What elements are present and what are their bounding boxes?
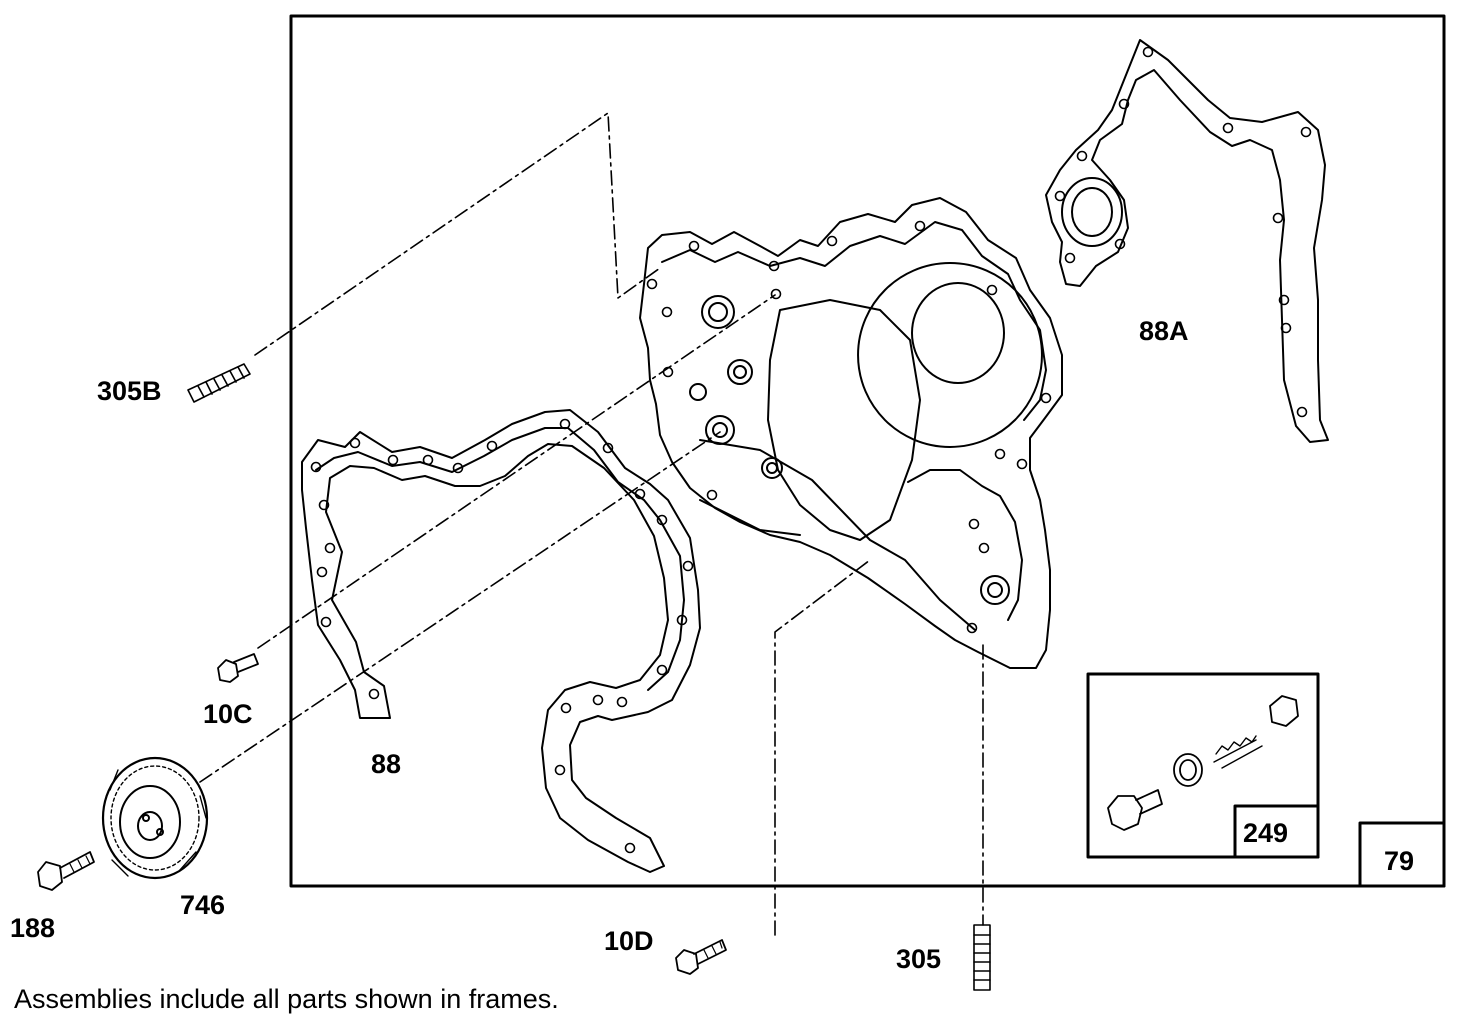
kit-frame bbox=[1086, 672, 1320, 859]
screw-188 bbox=[37, 851, 95, 891]
label-88: 88 bbox=[371, 749, 402, 779]
label-305b: 305B bbox=[97, 376, 162, 406]
gasket-88a bbox=[1045, 39, 1329, 443]
label-79: 79 bbox=[1384, 846, 1415, 876]
bolt-10c bbox=[217, 653, 259, 683]
frames-footnote: Assemblies include all parts shown in fr… bbox=[14, 984, 559, 1014]
alignment-lines bbox=[199, 112, 984, 936]
label-249: 249 bbox=[1243, 818, 1289, 848]
stud-305 bbox=[973, 924, 991, 991]
cam-gear-746 bbox=[101, 756, 209, 880]
gasket-88 bbox=[301, 409, 701, 873]
label-188: 188 bbox=[10, 913, 56, 943]
label-746: 746 bbox=[180, 890, 226, 920]
kit-number-box bbox=[1233, 804, 1320, 859]
crankcase-cover bbox=[639, 197, 1063, 669]
assembly-number-box bbox=[1358, 821, 1446, 888]
assembly-frame bbox=[289, 14, 1446, 888]
label-10d: 10D bbox=[604, 926, 654, 956]
bolt-10d bbox=[675, 939, 727, 975]
label-305: 305 bbox=[896, 944, 942, 974]
stud-305b bbox=[187, 363, 251, 403]
valve-kit-249-parts bbox=[1107, 695, 1299, 831]
label-10c: 10C bbox=[203, 699, 253, 729]
label-88a: 88A bbox=[1139, 316, 1189, 346]
